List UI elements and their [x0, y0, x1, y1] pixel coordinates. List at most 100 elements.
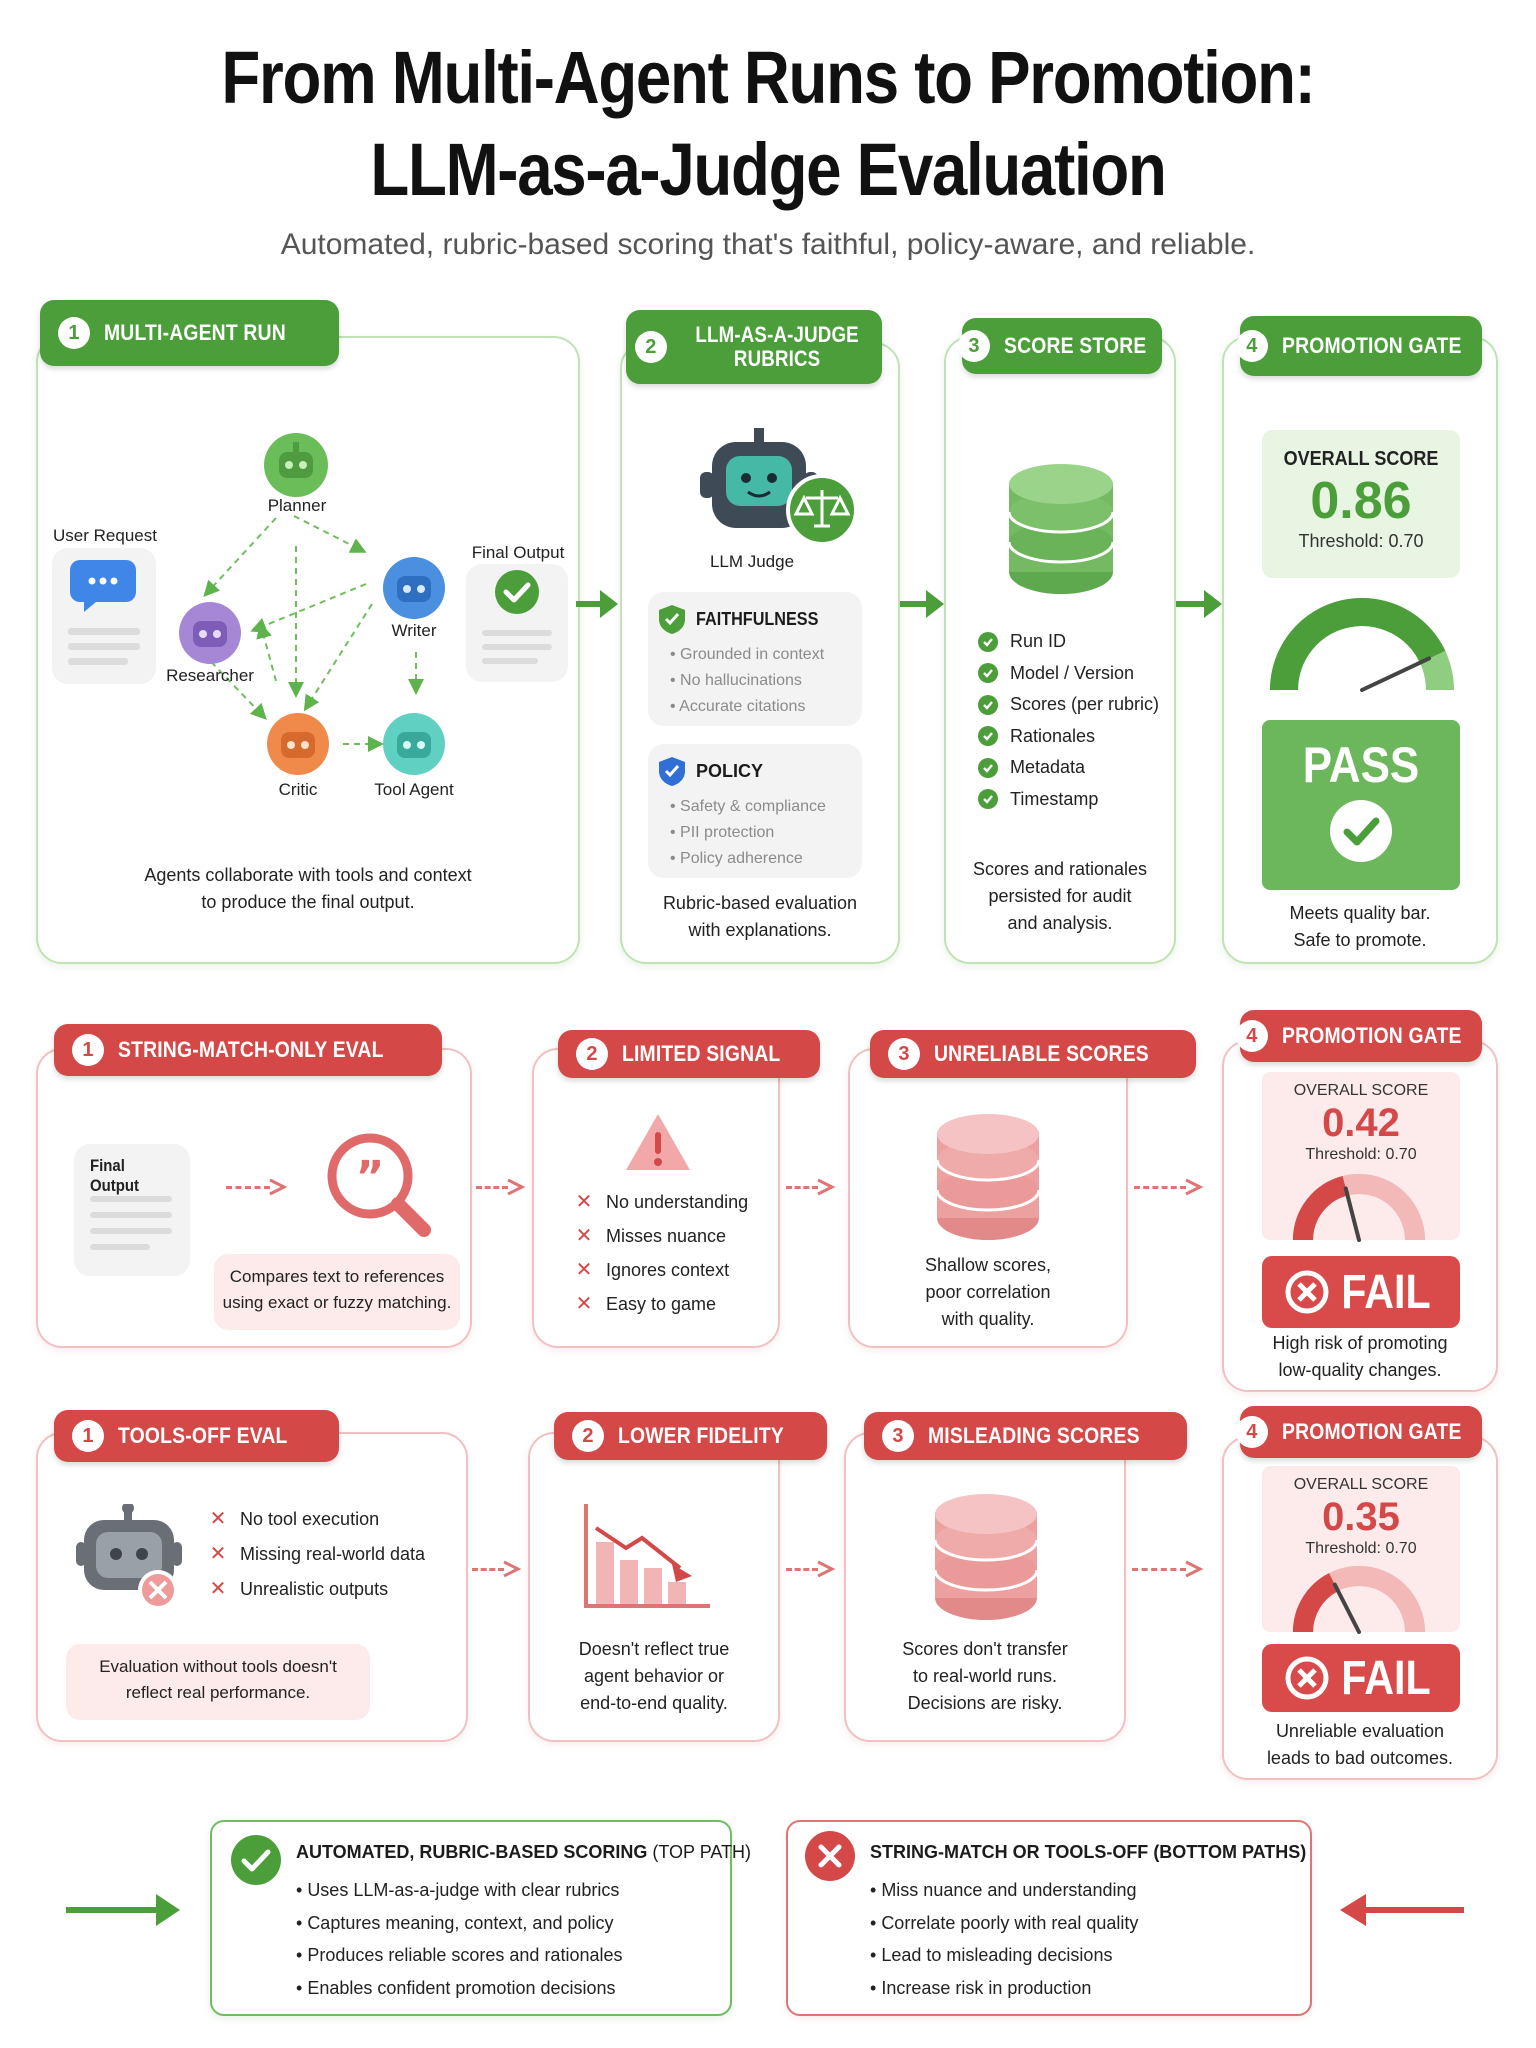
user-request-document [52, 548, 156, 684]
step-number: 4 [1235, 1020, 1268, 1052]
arrowhead-icon [507, 1178, 526, 1196]
promotion-gate-header: 4 PROMOTION GATE [1235, 1010, 1482, 1062]
robot-judge-icon [682, 426, 862, 551]
researcher-agent-icon [178, 601, 242, 670]
dashed-arrow [226, 1186, 270, 1189]
search-quote-icon: ” [327, 1133, 431, 1237]
step-number: 1 [58, 317, 90, 349]
planner-agent-icon [263, 432, 329, 503]
tool-agent-icon [382, 712, 446, 781]
header-label: MULTI-AGENT RUN [104, 320, 286, 345]
gate-fail-caption: Unreliable evaluation leads to bad outco… [1266, 1721, 1454, 1768]
misleading-scores-header: 3 MISLEADING SCORES [864, 1412, 1187, 1460]
string-match-eval-header: 1 STRING-MATCH-ONLY EVAL [54, 1024, 442, 1076]
dashed-arrow [1132, 1568, 1186, 1571]
x-circle-icon [805, 1831, 855, 1881]
tools-off-caption-box: Evaluation without tools doesn't reflect… [66, 1644, 370, 1720]
dashed-arrow [476, 1186, 508, 1189]
list-item: ✕Missing real-world data [208, 1537, 425, 1572]
verdict-label: FAIL [1341, 1651, 1431, 1705]
check-icon [978, 694, 998, 715]
svg-text:”: ” [356, 1152, 385, 1203]
overall-score-label: OVERALL SCORE [1293, 1082, 1429, 1099]
writer-label: Writer [391, 621, 437, 640]
list-item: ✕Ignores context [574, 1253, 748, 1287]
database-icon [933, 1494, 1039, 1620]
declining-chart-icon [584, 1504, 710, 1608]
score-store-fields: Run ID Model / Version Scores (per rubri… [978, 626, 1159, 815]
score-store-caption: Scores and rationales persisted for audi… [972, 859, 1148, 933]
list-item: • Miss nuance and understanding [870, 1880, 1137, 1900]
unreliable-scores-caption: Shallow scores, poor correlation with qu… [924, 1255, 1052, 1329]
shield-check-icon [659, 605, 685, 634]
x-circle-icon [1285, 1656, 1329, 1700]
final-output-document [466, 564, 568, 682]
step-number: 3 [888, 1038, 920, 1070]
tools-off-eval-header: 1 TOOLS-OFF EVAL [54, 1410, 339, 1462]
score-gauge [1292, 1566, 1426, 1634]
gauge-fill [1292, 1573, 1339, 1633]
fail-verdict-panel: FAIL [1262, 1644, 1460, 1712]
policy-rubric: POLICY Safety & compliance PII protectio… [648, 744, 862, 878]
threshold-label: Threshold: 0.70 [1305, 1146, 1417, 1163]
x-icon: ✕ [209, 1578, 227, 1600]
score-store-header: 3 SCORE STORE [958, 318, 1162, 374]
check-icon [978, 726, 998, 747]
final-output-label: Final Output [471, 543, 565, 562]
list-item: Model / Version [978, 658, 1159, 690]
x-icon: ✕ [209, 1508, 227, 1530]
misleading-scores-caption: Scores don't transfer to real-world runs… [902, 1639, 1068, 1713]
writer-agent-icon [382, 556, 446, 625]
step-number: 4 [1235, 1416, 1268, 1448]
step-number: 2 [572, 1420, 604, 1452]
list-item: • Increase risk in production [870, 1977, 1092, 1998]
verdict-label: FAIL [1341, 1265, 1431, 1319]
planner-label: Planner [267, 496, 327, 515]
limited-signal-card [532, 1048, 780, 1348]
page-title-line-2: LLM-as-a-Judge Evaluation [370, 128, 1166, 211]
step-number: 3 [882, 1420, 914, 1452]
x-circle-icon [1285, 1270, 1329, 1314]
overall-score-panel: OVERALL SCORE 0.86 Threshold: 0.70 [1262, 430, 1460, 578]
arrowhead-icon [269, 1178, 288, 1196]
critic-agent-icon [266, 712, 330, 781]
dashed-arrow [1134, 1186, 1186, 1189]
string-match-caption-box: Compares text to references using exact … [214, 1254, 460, 1330]
step-number: 4 [1235, 330, 1268, 362]
tool-agent-label: Tool Agent [374, 780, 454, 799]
list-item: ✕Misses nuance [574, 1219, 748, 1253]
check-icon [495, 570, 539, 614]
dashed-arrow [786, 1186, 818, 1189]
check-icon [978, 631, 998, 652]
step-number: 1 [72, 1034, 104, 1066]
multi-agent-caption: Agents collaborate with tools and contex… [144, 865, 472, 912]
gauge-needle [1332, 1582, 1361, 1634]
top-path-summary-box: AUTOMATED, RUBRIC-BASED SCORING (TOP PAT… [210, 1820, 751, 2016]
page-title-line-1: From Multi-Agent Runs to Promotion: [221, 36, 1315, 119]
judge-caption: Rubric-based evaluation with explanation… [662, 893, 858, 940]
check-circle-icon [1330, 800, 1392, 862]
check-circle-icon [231, 1835, 281, 1885]
bottom-paths-summary-box: STRING-MATCH OR TOOLS-OFF (BOTTOM PATHS)… [786, 1820, 1312, 2016]
overall-score-value: 0.86 [1310, 472, 1412, 530]
chat-bubble-icon [68, 560, 140, 665]
gauge-needle [1343, 1186, 1361, 1242]
x-icon: ✕ [575, 1293, 593, 1315]
overall-score-label: OVERALL SCORE [1283, 448, 1439, 470]
llm-judge-label: LLM Judge [709, 552, 795, 571]
score-gauge [1292, 1174, 1426, 1242]
verdict-label: PASS [1302, 737, 1420, 793]
limited-signal-list: ✕No understanding ✕Misses nuance ✕Ignore… [574, 1185, 749, 1321]
arrowhead-icon [817, 1560, 836, 1578]
page-subtitle: Automated, rubric-based scoring that's f… [280, 228, 1256, 261]
overall-score-label: OVERALL SCORE [1293, 1476, 1429, 1493]
score-gauge [1270, 597, 1454, 692]
arrowhead-icon [503, 1560, 522, 1578]
check-icon [978, 757, 998, 778]
list-item: • Enables confident promotion decisions [296, 1977, 616, 1998]
flow-arrow-icon [1176, 590, 1222, 618]
overall-score-panel: OVERALL SCORE 0.42 Threshold: 0.70 [1262, 1072, 1460, 1240]
llm-judge-header: 2 LLM-AS-A-JUDGE RUBRICS [626, 310, 882, 384]
step-number: 1 [72, 1420, 104, 1452]
overall-score-value: 0.42 [1322, 1101, 1400, 1145]
